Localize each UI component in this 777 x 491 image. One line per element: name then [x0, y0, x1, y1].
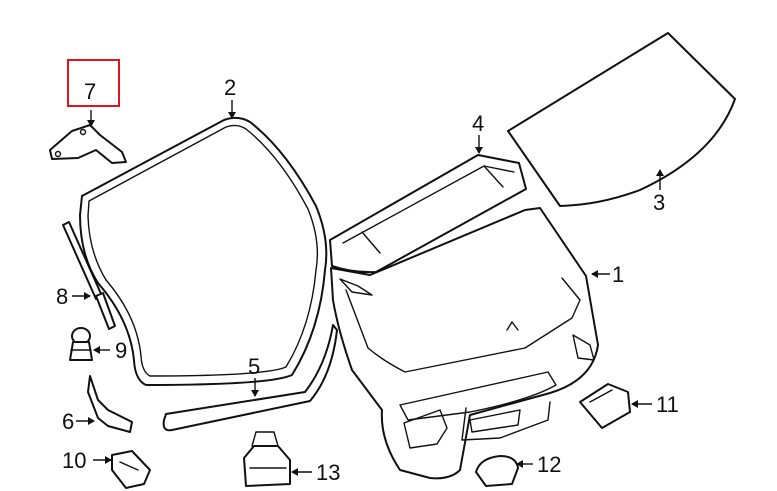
part-weatherstrip-seal [79, 116, 328, 386]
part-switch-cap [475, 455, 519, 487]
part-small-bracket [111, 450, 151, 489]
part-gas-strut [62, 221, 116, 330]
callout-6: 6 [62, 409, 74, 434]
callout-1: 1 [612, 262, 624, 287]
part-license-lamp [579, 383, 631, 429]
callout-7: 7 [84, 79, 96, 104]
callout-2: 2 [224, 75, 236, 100]
part-roof-spoiler [329, 154, 527, 274]
callout-9: 9 [115, 338, 127, 363]
leader-lines [72, 100, 664, 476]
callout-highlight-box [67, 59, 120, 107]
callout-4: 4 [472, 111, 484, 136]
callout-12: 12 [537, 452, 561, 477]
part-bump-stop [69, 327, 93, 361]
part-tailgate [330, 207, 599, 480]
part-rear-window-glass [507, 32, 736, 207]
callout-5: 5 [248, 354, 260, 379]
callout-13: 13 [316, 460, 340, 485]
callout-11: 11 [656, 392, 679, 417]
part-bracket-trim [87, 375, 133, 433]
part-lock-actuator [243, 431, 291, 487]
part-trim-strip [162, 324, 338, 432]
part-hinge [49, 124, 127, 164]
callout-3: 3 [653, 190, 665, 215]
callout-10: 10 [62, 448, 86, 473]
callout-8: 8 [56, 284, 68, 309]
